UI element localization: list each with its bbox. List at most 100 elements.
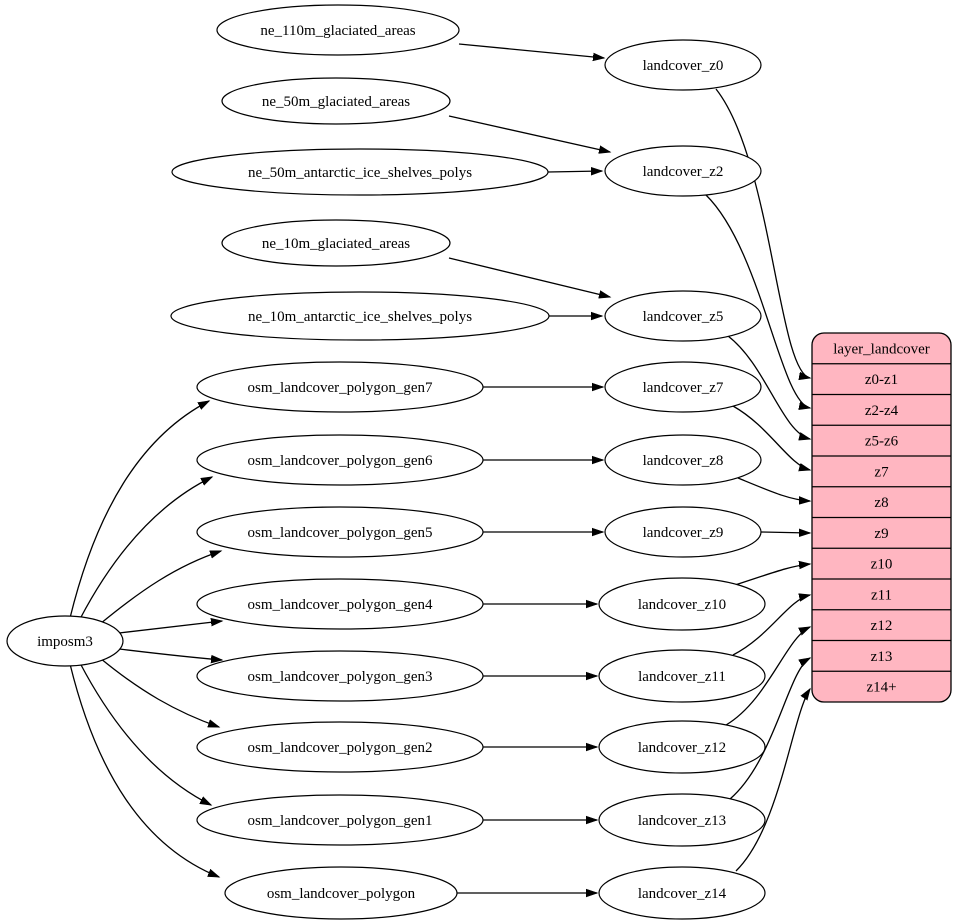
node-ne_10m_antarctic_ice_shelves_polys: ne_10m_antarctic_ice_shelves_polys bbox=[170, 291, 550, 341]
node-label-ne_110m_glaciated_areas: ne_110m_glaciated_areas bbox=[260, 23, 415, 39]
node-shape-landcover_z13 bbox=[598, 793, 766, 847]
table-row-z7: z7 bbox=[874, 464, 889, 480]
node-ne_50m_glaciated_areas: ne_50m_glaciated_areas bbox=[221, 77, 451, 125]
node-landcover_z13: landcover_z13 bbox=[598, 793, 766, 847]
node-shape-landcover_z2 bbox=[604, 145, 762, 197]
node-shape-osm_landcover_polygon_gen6 bbox=[196, 434, 484, 486]
node-osm_landcover_polygon_gen7: osm_landcover_polygon_gen7 bbox=[196, 361, 484, 413]
node-ne_110m_glaciated_areas: ne_110m_glaciated_areas bbox=[216, 4, 460, 56]
node-osm_landcover_polygon_gen1: osm_landcover_polygon_gen1 bbox=[196, 794, 484, 846]
edge-landcover_z8-to-layer_landcover-z8 bbox=[737, 477, 810, 501]
node-shape-osm_landcover_polygon_gen5 bbox=[196, 506, 484, 558]
edge-landcover_z13-to-layer_landcover-z13 bbox=[729, 658, 810, 800]
edge-imposm3-to-osm_landcover_polygon_gen6 bbox=[79, 477, 212, 620]
node-osm_landcover_polygon_gen6: osm_landcover_polygon_gen6 bbox=[196, 434, 484, 486]
node-shape-landcover_z0 bbox=[604, 39, 762, 91]
node-label-osm_landcover_polygon_gen3: osm_landcover_polygon_gen3 bbox=[248, 669, 433, 685]
table-title: layer_landcover bbox=[833, 341, 930, 357]
node-shape-osm_landcover_polygon_gen4 bbox=[196, 578, 484, 630]
node-label-landcover_z14: landcover_z14 bbox=[638, 886, 727, 902]
node-label-osm_landcover_polygon_gen1: osm_landcover_polygon_gen1 bbox=[248, 813, 433, 829]
edge-landcover_z11-to-layer_landcover-z11 bbox=[732, 595, 810, 656]
table-layer: layer_landcoverz0-z1z2-z4z5-z6z7z8z9z10z… bbox=[811, 332, 952, 703]
edges-layer bbox=[69, 43, 810, 893]
table-row-z5-z6: z5-z6 bbox=[865, 434, 899, 450]
node-shape-ne_10m_antarctic_ice_shelves_polys bbox=[170, 291, 550, 341]
node-shape-osm_landcover_polygon_gen3 bbox=[196, 650, 484, 702]
node-shape-osm_landcover_polygon bbox=[224, 866, 458, 920]
table-row-z13: z13 bbox=[871, 649, 893, 665]
table-row-z9: z9 bbox=[874, 526, 888, 542]
table-row-z14+: z14+ bbox=[866, 680, 896, 696]
node-landcover_z9: landcover_z9 bbox=[604, 506, 762, 558]
node-label-landcover_z5: landcover_z5 bbox=[643, 309, 724, 325]
node-landcover_z11: landcover_z11 bbox=[598, 649, 766, 703]
node-label-osm_landcover_polygon_gen7: osm_landcover_polygon_gen7 bbox=[248, 380, 433, 396]
node-landcover_z2: landcover_z2 bbox=[604, 145, 762, 197]
edge-landcover_z10-to-layer_landcover-z10 bbox=[734, 564, 810, 586]
node-label-osm_landcover_polygon: osm_landcover_polygon bbox=[267, 886, 416, 902]
node-landcover_z14: landcover_z14 bbox=[598, 866, 766, 920]
edge-imposm3-to-osm_landcover_polygon_gen5 bbox=[99, 550, 221, 625]
node-label-osm_landcover_polygon_gen6: osm_landcover_polygon_gen6 bbox=[248, 453, 433, 469]
node-shape-landcover_z14 bbox=[598, 866, 766, 920]
node-label-ne_10m_glaciated_areas: ne_10m_glaciated_areas bbox=[262, 236, 410, 252]
node-shape-landcover_z5 bbox=[604, 290, 762, 342]
node-label-landcover_z7: landcover_z7 bbox=[643, 380, 724, 396]
table-row-z8: z8 bbox=[874, 495, 888, 511]
node-shape-landcover_z10 bbox=[598, 577, 766, 631]
edge-landcover_z12-to-layer_landcover-z12 bbox=[725, 627, 810, 726]
edge-landcover_z2-to-layer_landcover-z2-z4 bbox=[705, 194, 810, 408]
table-layer_landcover: layer_landcoverz0-z1z2-z4z5-z6z7z8z9z10z… bbox=[811, 332, 952, 703]
edge-imposm3-to-osm_landcover_polygon_gen4 bbox=[118, 621, 222, 634]
node-shape-ne_50m_glaciated_areas bbox=[221, 77, 451, 125]
edge-imposm3-to-osm_landcover_polygon_gen1 bbox=[79, 662, 211, 805]
node-label-ne_50m_antarctic_ice_shelves_polys: ne_50m_antarctic_ice_shelves_polys bbox=[248, 165, 472, 181]
node-shape-osm_landcover_polygon_gen1 bbox=[196, 794, 484, 846]
node-shape-landcover_z7 bbox=[604, 361, 762, 413]
node-landcover_z10: landcover_z10 bbox=[598, 577, 766, 631]
edge-imposm3-to-osm_landcover_polygon bbox=[69, 663, 219, 878]
nodes-layer: imposm3 ne_110m_glaciated_areas ne_50m_gla… bbox=[6, 4, 766, 920]
node-ne_50m_antarctic_ice_shelves_polys: ne_50m_antarctic_ice_shelves_polys bbox=[171, 148, 549, 196]
node-shape-imposm3 bbox=[6, 615, 124, 667]
table-row-z10: z10 bbox=[871, 557, 893, 573]
node-landcover_z7: landcover_z7 bbox=[604, 361, 762, 413]
node-label-osm_landcover_polygon_gen5: osm_landcover_polygon_gen5 bbox=[248, 525, 433, 541]
node-shape-landcover_z12 bbox=[598, 720, 766, 774]
edge-imposm3-to-osm_landcover_polygon_gen2 bbox=[99, 657, 219, 728]
node-osm_landcover_polygon_gen4: osm_landcover_polygon_gen4 bbox=[196, 578, 484, 630]
node-shape-ne_110m_glaciated_areas bbox=[216, 4, 460, 56]
node-label-landcover_z8: landcover_z8 bbox=[643, 453, 724, 469]
edge-ne_10m_glaciated_areas-to-landcover_z5 bbox=[448, 257, 610, 297]
edge-landcover_z7-to-layer_landcover-z7 bbox=[732, 405, 810, 470]
node-osm_landcover_polygon: osm_landcover_polygon bbox=[224, 866, 458, 920]
node-shape-osm_landcover_polygon_gen7 bbox=[196, 361, 484, 413]
edge-landcover_z9-to-layer_landcover-z9 bbox=[760, 532, 810, 533]
edge-landcover_z14-to-layer_landcover-z14+ bbox=[735, 689, 810, 872]
edge-ne_50m_antarctic_ice_shelves_polys-to-landcover_z2 bbox=[547, 171, 602, 172]
node-osm_landcover_polygon_gen5: osm_landcover_polygon_gen5 bbox=[196, 506, 484, 558]
node-landcover_z12: landcover_z12 bbox=[598, 720, 766, 774]
node-shape-landcover_z9 bbox=[604, 506, 762, 558]
node-label-ne_50m_glaciated_areas: ne_50m_glaciated_areas bbox=[262, 94, 410, 110]
node-label-landcover_z13: landcover_z13 bbox=[638, 813, 726, 829]
node-osm_landcover_polygon_gen3: osm_landcover_polygon_gen3 bbox=[196, 650, 484, 702]
edge-landcover_z5-to-layer_landcover-z5-z6 bbox=[727, 335, 810, 439]
node-landcover_z5: landcover_z5 bbox=[604, 290, 762, 342]
node-label-imposm3: imposm3 bbox=[37, 634, 93, 650]
edge-imposm3-to-osm_landcover_polygon_gen7 bbox=[69, 401, 209, 619]
table-row-z12: z12 bbox=[871, 618, 893, 634]
node-shape-ne_50m_antarctic_ice_shelves_polys bbox=[171, 148, 549, 196]
edge-landcover_z0-to-layer_landcover-z0-z1 bbox=[715, 88, 810, 378]
node-label-landcover_z12: landcover_z12 bbox=[638, 740, 726, 756]
node-shape-osm_landcover_polygon_gen2 bbox=[196, 721, 484, 773]
table-row-z11: z11 bbox=[871, 587, 892, 603]
node-label-ne_10m_antarctic_ice_shelves_polys: ne_10m_antarctic_ice_shelves_polys bbox=[248, 309, 472, 325]
node-label-landcover_z9: landcover_z9 bbox=[643, 525, 724, 541]
edge-ne_50m_glaciated_areas-to-landcover_z2 bbox=[448, 115, 610, 152]
node-label-osm_landcover_polygon_gen4: osm_landcover_polygon_gen4 bbox=[248, 597, 433, 613]
node-label-landcover_z11: landcover_z11 bbox=[638, 669, 726, 685]
